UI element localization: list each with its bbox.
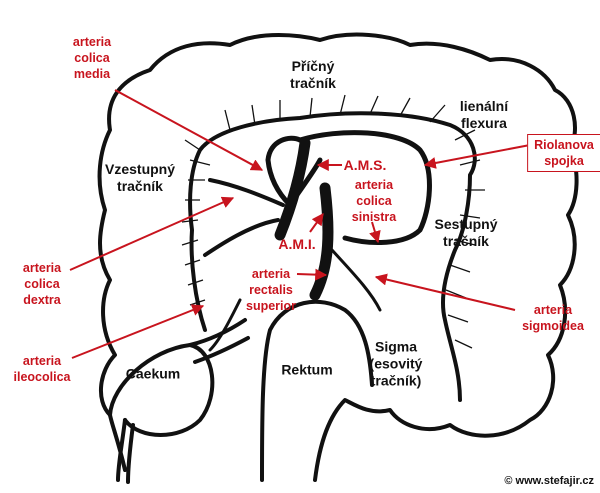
colon-outer-outline [97, 32, 579, 482]
label-arteria-sigmoidea: arteria sigmoidea [522, 302, 584, 334]
copyright-notice: © www.stefajir.cz [504, 475, 594, 487]
label-line: tračník [443, 233, 489, 249]
label-line: superior [245, 299, 297, 313]
arrow-ileocolica [71, 304, 205, 359]
label-line: colica [356, 194, 392, 208]
colica-media-loop [265, 135, 323, 208]
label-lienalni-flexura: lienální flexura [460, 98, 508, 132]
caekum-outline [108, 343, 215, 437]
label-rektum: Rektum [281, 361, 333, 378]
appendix [116, 418, 135, 484]
label-sigma: Sigma (esovitý tračník) [370, 339, 423, 390]
label-line: Příčný [291, 58, 335, 74]
sigmoid-branch [330, 248, 382, 312]
label-line: arteria [533, 303, 573, 317]
arrow-colica-dextra [69, 196, 235, 271]
colon-inner-outline [188, 111, 477, 402]
label-line: flexura [461, 115, 507, 131]
label-line: media [73, 67, 111, 81]
label-sestupny-tracnik: Sestupný tračník [434, 216, 497, 250]
label-line: arteria [72, 35, 112, 49]
ami-trunk [309, 182, 334, 301]
label-line: Vzestupný [104, 161, 176, 177]
label-ams: A.M.S. [343, 157, 387, 173]
label-line: colica [24, 277, 60, 291]
label-pricny-tracnik: Příčný tračník [290, 58, 336, 92]
label-line: arteria [354, 178, 394, 192]
label-line: (esovitý [369, 355, 423, 372]
label-line: colica [74, 51, 110, 65]
label-line: lienální [459, 98, 509, 114]
label-line: dextra [23, 293, 61, 307]
label-line: tračník [117, 178, 163, 194]
arrow-colica-media [114, 89, 264, 171]
label-line: sinistra [351, 210, 397, 224]
label-line: arteria [22, 261, 62, 275]
arrow-rectalis [296, 268, 328, 281]
label-caekum: Caekum [125, 365, 181, 382]
label-line: arteria [251, 267, 291, 281]
label-line: Riolanova [534, 138, 594, 152]
riolan-arc [297, 130, 432, 246]
label-line: ileocolica [13, 370, 71, 384]
label-vzestupny-tracnik: Vzestupný tračník [105, 161, 175, 195]
label-line: sigmoidea [522, 319, 584, 333]
arrow-riolanova [423, 144, 531, 169]
rektum-inner-outline [260, 299, 374, 482]
label-line: Sestupný [434, 216, 498, 232]
label-line: Sigma [374, 338, 418, 355]
label-ami: A.M.I. [278, 236, 316, 252]
ileocolica-branch [208, 298, 242, 352]
label-arteria-rectalis-superior: arteria rectalis superior [246, 266, 296, 314]
label-line: tračník [290, 75, 336, 91]
label-line: arteria [22, 354, 62, 368]
label-line: spojka [544, 154, 584, 168]
label-arteria-colica-dextra: arteria colica dextra [23, 260, 61, 308]
label-arteria-colica-sinistra: arteria colica sinistra [352, 177, 396, 225]
label-line: tračník) [370, 372, 422, 389]
arrow-sigmoidea [374, 273, 516, 311]
label-arteria-ileocolica: arteria ileocolica [14, 353, 71, 385]
label-riolanova-spojka: Riolanova spojka [527, 134, 600, 172]
label-line: rectalis [249, 283, 293, 297]
arrow-colica-sinistra [369, 221, 381, 244]
arrow-ami [309, 213, 324, 233]
ileum [188, 318, 250, 364]
colica-dextra-branch [203, 178, 285, 257]
vasa-recta [181, 94, 485, 349]
label-arteria-colica-media: arteria colica media [73, 34, 111, 82]
ams-trunk [274, 137, 311, 241]
